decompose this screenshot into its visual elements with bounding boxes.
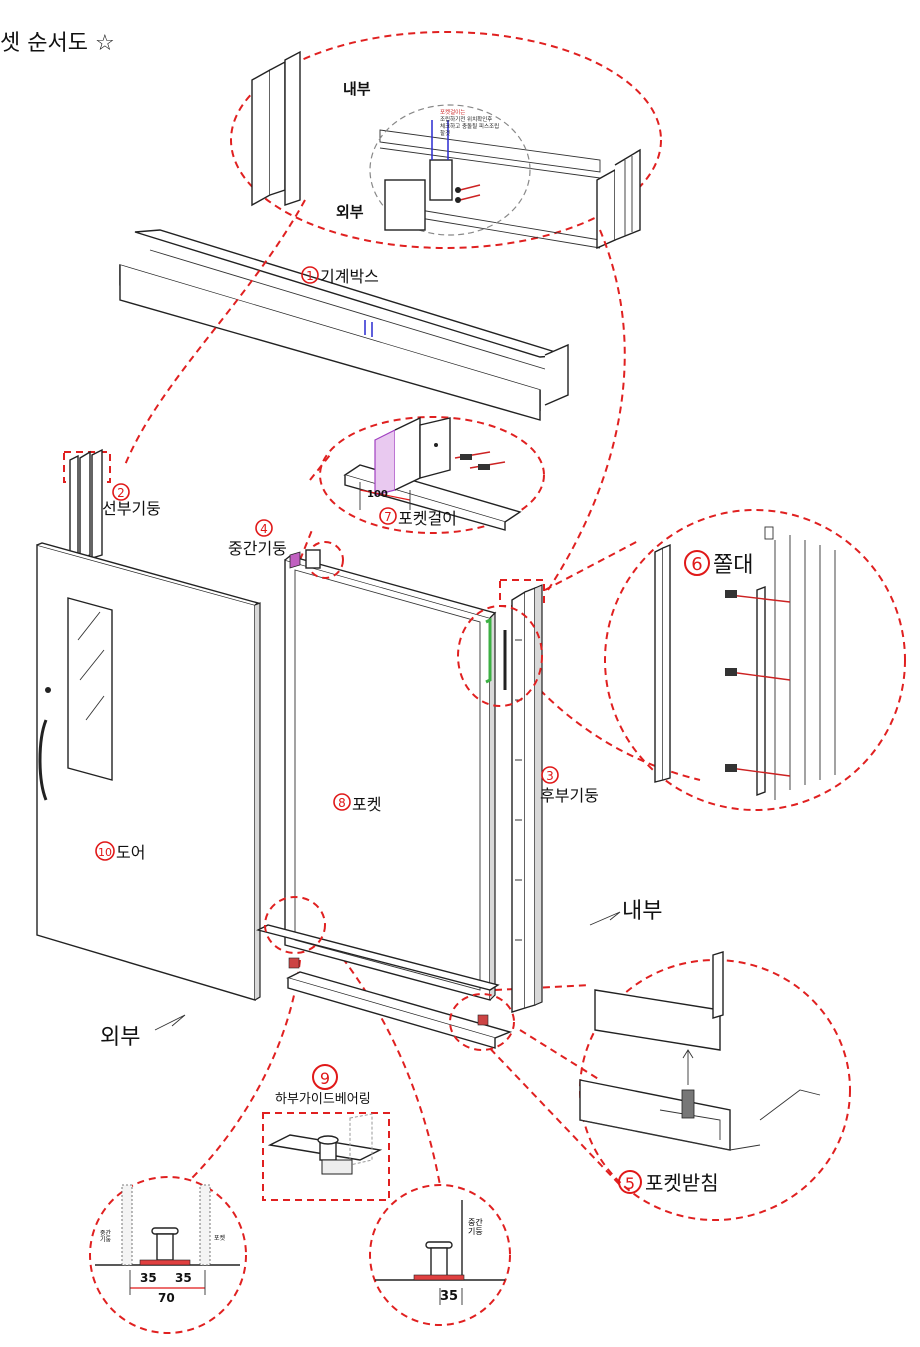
detail-inner-label: 내부 [343,80,371,98]
door: 10 도어 [36,542,261,1001]
outer-side-label: 외부 [100,1025,140,1050]
dim-35-c: 35 [440,1289,458,1304]
middle-column-callout: 4 중간기둥 [228,519,344,579]
support-detail-circle: 5 포켓받침 [579,951,851,1221]
pocket-support-rail [256,896,515,1051]
inner-side-label: 내부 [622,899,662,924]
part-2-label: 선부기둥 [102,499,161,518]
part-1-number: 1 [306,269,314,283]
strip-detail-circle: 6 쫄대 [604,509,906,811]
part-2-number: 2 [117,486,125,500]
part-9-number: 9 [320,1069,330,1088]
part-3-number: 3 [546,769,554,783]
part-8-number: 8 [338,796,346,810]
part-9-label: 하부가이드베어링 [275,1092,371,1107]
dim-35-b: 35 [175,1271,192,1285]
callout-leaders [124,199,701,1186]
part-7-label: 포켓걸이 [398,509,457,528]
part-7-number: 7 [384,510,392,524]
rear-column: 3 후부기둥 [457,579,599,1013]
detail-note-3: 체크하고 충돌될 피스조립 [440,122,499,130]
pocket-hanger-detail: 100 7 포켓걸이 [319,416,545,534]
dim-35-a: 35 [140,1271,157,1285]
part-10-label: 도어 [116,843,145,862]
dim-70: 70 [158,1291,175,1305]
detail-note-1: 포켓걸이는 [440,108,465,116]
part-6-number: 6 [691,554,702,575]
part-5-number: 5 [625,1174,635,1193]
pocket-frame: 8 포켓 [284,551,497,1001]
part-5-label: 포켓받침 [645,1171,719,1195]
detail-outer-label: 외부 [336,203,364,221]
part-6-label: 쫄대 [713,553,753,578]
guide-bearing-detail: 9 하부가이드베어링 [262,1064,390,1201]
machine-box: 1 기계박스 [119,229,569,421]
part-4-number: 4 [260,522,268,536]
top-detail-circle: 내부 외부 포켓걸이는 조립하기전 위치확인후 체크하고 충돌될 피스조립 할것 [230,31,662,250]
part-3-label: 후부기둥 [540,786,599,805]
page-title: 셋 순서도 ☆ [0,31,115,56]
part-1-label: 기계박스 [320,267,379,286]
part-4-label: 중간기둥 [228,539,287,558]
dim-100: 100 [367,489,388,500]
detail-note-4: 할것 [440,129,450,137]
pocket-label-a: 포켓 [214,1234,226,1242]
detail-note-2: 조립하기전 위치확인후 [440,115,492,123]
part-8-label: 포켓 [352,795,381,814]
direction-labels: 내부 외부 [100,899,662,1050]
front-column: 2 선부기둥 [63,448,161,560]
part-10-number: 10 [98,846,112,859]
